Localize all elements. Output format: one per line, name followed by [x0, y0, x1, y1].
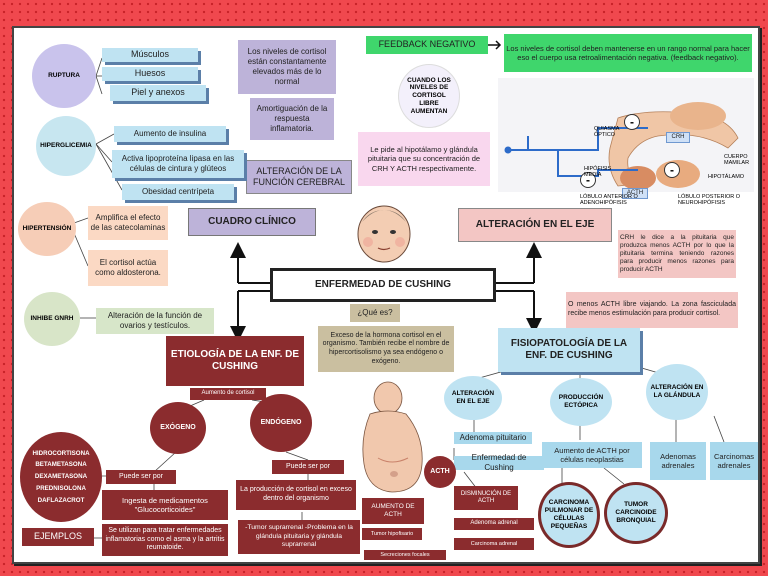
label-cuerpo-mamilar: CUERPO MAMILAR [724, 154, 750, 167]
produccion-ectopica-node: PRODUCCIÓN ECTÓPICA [550, 378, 612, 426]
etiologia-title: ETIOLOGÍA DE LA ENF. DE CUSHING [166, 336, 304, 386]
gnrh-node: INHIBE GNRH [24, 292, 80, 346]
cortisol-elevado-box: Los niveles de cortisol están constantam… [238, 40, 336, 94]
que-es-definition: Exceso de la hormona cortisol en el orga… [318, 326, 454, 372]
carcinomas-adrenales-box: Carcinomas adrenales [710, 442, 758, 480]
acth-node: ACTH [424, 456, 456, 488]
main-title-box: ENFERMEDAD DE CUSHING [270, 268, 496, 302]
endogeno-puede-ser: Puede ser por [272, 460, 344, 474]
fisio-alteracion-eje-node: ALTERACIÓN EN EL EJE [444, 376, 502, 420]
hipertension-label: HIPERTENSIÓN [22, 225, 72, 233]
drug-item: DEXAMETASONA [34, 473, 88, 481]
tumor-hipofisario-box: Tumor hipofisario [362, 528, 422, 540]
utilizan-box: Se utilizan para tratar enfermedades inf… [102, 524, 228, 556]
minus-icon: - [580, 172, 596, 188]
ejemplos-label: EJEMPLOS [22, 528, 94, 546]
concept-map-board: RUPTURA Músculos Huesos Piel y anexos Lo… [12, 26, 760, 564]
aumento-acth-neoplastias-box: Aumento de ACTH por células neoplastias [542, 442, 642, 468]
crh-explanation-box: CRH le dice a la pituitaria que produzca… [618, 230, 736, 278]
hipertension-node: HIPERTENSIÓN [18, 202, 76, 256]
adenoma-pituitario-box: Adenoma pituitario [454, 432, 532, 444]
label-hipotalamo: HIPOTÁLAMO [708, 174, 745, 180]
produccion-cortisol-box: La producción de cortisol en exceso dent… [236, 480, 356, 510]
label-lobulo-anterior: LÓBULO ANTERIOR O ADENOHIPÓFISIS [580, 194, 638, 207]
drug-item: BETAMETASONA [35, 461, 87, 469]
ruptura-item-huesos: Huesos [102, 67, 198, 81]
glucocorticoid-list-node: HIDROCORTISONA BETAMETASONA DEXAMETASONA… [20, 432, 102, 522]
cuadro-clinico-title: CUADRO CLÍNICO [188, 208, 316, 236]
enfermedad-cushing-box: Enfermedad de Cushing [454, 453, 544, 472]
feedback-negativo-label: FEEDBACK NEGATIVO [366, 36, 488, 54]
label-quiasma: QUIASMA ÓPTICO [594, 126, 620, 139]
adenoma-adrenal-box: Adenoma adrenal [454, 518, 534, 530]
patient-face-illustration [357, 205, 411, 263]
crh-tag: CRH [666, 132, 690, 143]
ingesta-medicamentos-box: Ingesta de medicamentos "Glucocorticoide… [102, 490, 228, 520]
fisiopatologia-title: FISIOPATOLOGÍA DE LA ENF. DE CUSHING [498, 328, 640, 372]
ruptura-item-piel: Piel y anexos [110, 85, 206, 101]
drug-item: PREDNISOLONA [36, 484, 86, 492]
adenomas-adrenales-box: Adenomas adrenales [650, 442, 706, 480]
tumor-suprarrenal-box: -Tumor suprarrenal -Problema en la glánd… [238, 520, 360, 554]
aumento-cortisol-label: Aumento de cortisol [190, 388, 266, 400]
minus-icon: - [624, 114, 640, 130]
funcion-cerebral-box: ALTERACIÓN DE LA FUNCIÓN CEREBRAL [246, 160, 352, 194]
gnrh-text-box: Alteración de la función de ovarios y te… [96, 308, 214, 334]
carcinoma-pulmonar-node: CARCINOMA PULMONAR DE CÉLULAS PEQUEÑAS [538, 482, 600, 548]
disminucion-acth-box: DISMINUCIÓN DE ACTH [454, 486, 518, 510]
hiperglicemia-node: HIPERGLICEMIA [36, 116, 96, 176]
exogeno-node: EXÓGENO [150, 402, 206, 454]
label-hipofisis: HIPÓFISIS MEDIA [584, 166, 612, 179]
aumento-acth-box: AUMENTO DE ACTH [362, 498, 424, 524]
ruptura-item-musculos: Músculos [102, 48, 198, 62]
arrow-right-icon [488, 40, 502, 50]
amortiguacion-box: Amortiguación de la respuesta inflamator… [250, 98, 334, 140]
endogeno-node: ENDÓGENO [250, 394, 312, 452]
feedback-negativo-text: Los niveles de cortisol deben mantenerse… [504, 34, 752, 72]
hipertension-item-catecolaminas: Amplifica el efecto de las catecolaminas [88, 206, 168, 240]
menos-acth-box: O menos ACTH libre viajando. La zona fas… [566, 292, 738, 328]
pide-hipotalamo-box: Le pide al hipotálamo y glándula pituita… [358, 132, 490, 186]
hiperglicemia-item-lipasa: Activa lipoproteína lipasa en las célula… [112, 150, 244, 178]
alteracion-glandula-node: ALTERACIÓN EN LA GLÁNDULA [646, 364, 708, 420]
hiperglicemia-item-insulina: Aumento de insulina [114, 126, 226, 142]
exogeno-puede-ser: Puede ser por [106, 470, 176, 484]
hipertension-item-aldosterona: El cortisol actúa como aldosterona. [88, 250, 168, 286]
gnrh-label: INHIBE GNRH [30, 315, 74, 323]
minus-icon: - [664, 162, 680, 178]
hiperglicemia-item-obesidad: Obesidad centrípeta [122, 184, 234, 200]
hypothalamus-diagram: - - - QUIASMA ÓPTICO CRH CUERPO MAMILAR … [498, 78, 754, 199]
tumor-carcinoide-node: TUMOR CARCINOIDE BRONQUIAL [604, 482, 668, 544]
ruptura-label: RUPTURA [48, 72, 80, 80]
drug-item: HIDROCORTISONA [32, 449, 90, 457]
drug-item: DAFLAZACROT [37, 496, 85, 504]
secreciones-focales-box: Secreciones focales [364, 550, 446, 560]
label-lobulo-posterior: LÓBULO POSTERIOR O NEUROHIPÓFISIS [678, 194, 741, 207]
carcinoma-adrenal-box: Carcinoma adrenal [454, 538, 534, 550]
ruptura-node: RUPTURA [32, 44, 96, 108]
patient-body-illustration [362, 381, 423, 493]
que-es-label: ¿Qué es? [350, 304, 400, 322]
acth-tag: ACTH [622, 188, 648, 199]
alteracion-eje-title: ALTERACIÓN EN EL EJE [458, 208, 612, 242]
cuando-cortisol-node: CUANDO LOS NIVELES DE CORTISOL LIBRE AUM… [398, 64, 460, 128]
hiperglicemia-label: HIPERGLICEMIA [40, 142, 92, 150]
